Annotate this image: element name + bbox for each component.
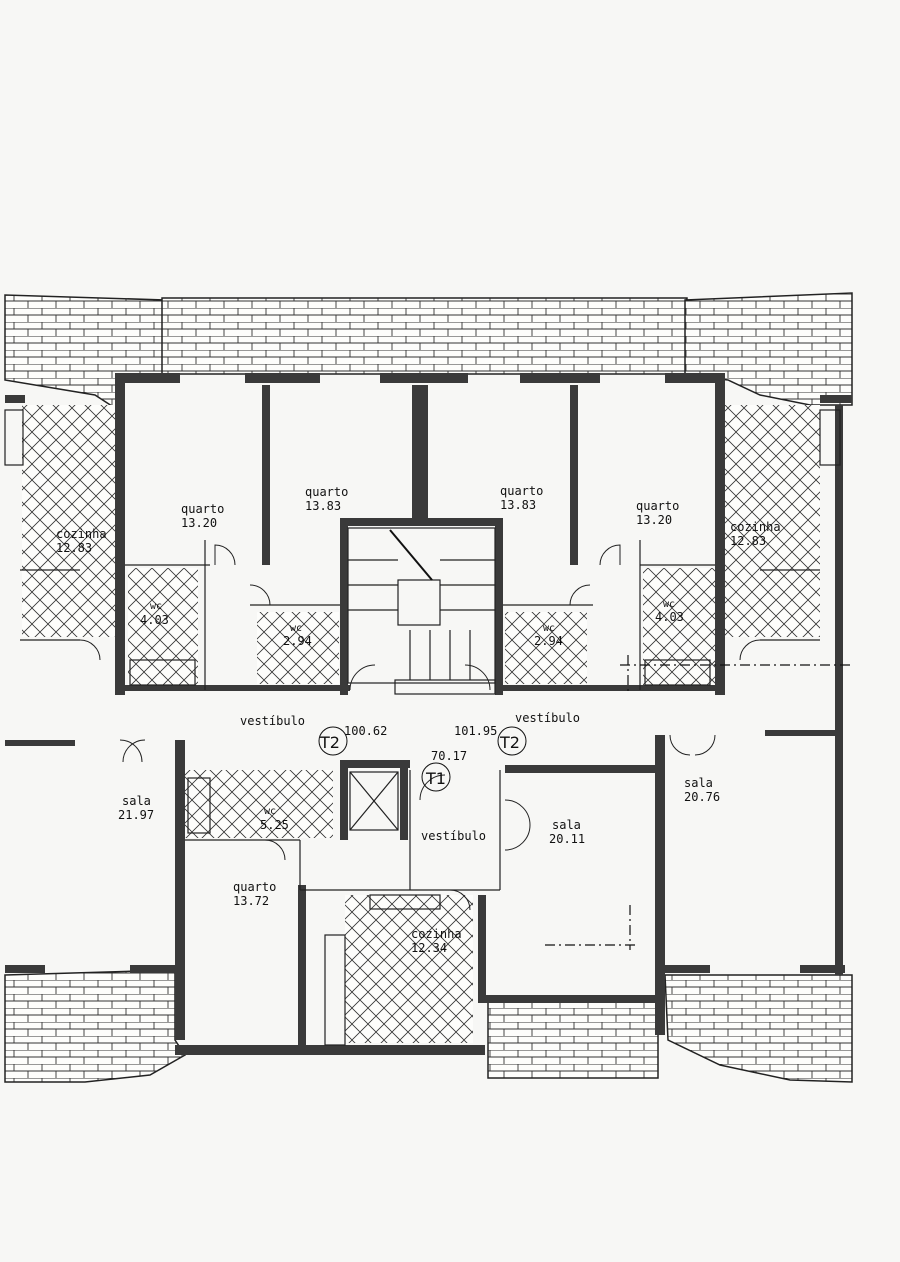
tile-wc-l2 bbox=[257, 612, 339, 684]
room-name: wc bbox=[150, 601, 162, 612]
room-area: 13.83 bbox=[500, 498, 536, 512]
room-name: quarto bbox=[181, 502, 224, 516]
terrace-top-right bbox=[684, 292, 853, 406]
room-name: sala bbox=[552, 818, 581, 832]
terrace-bottom-right bbox=[664, 974, 853, 1083]
tile-cozinha-right bbox=[722, 405, 820, 637]
room-name: sala bbox=[122, 794, 151, 808]
room-name: cozinha bbox=[56, 527, 107, 541]
elevator bbox=[349, 771, 399, 831]
unit-type: T2 bbox=[319, 733, 340, 752]
terrace-top-center bbox=[161, 297, 688, 375]
terrace-top-left bbox=[4, 294, 166, 412]
stairwell bbox=[347, 527, 496, 684]
walls bbox=[5, 373, 852, 1055]
unit-area: 70.17 bbox=[431, 749, 467, 763]
unit-area: 101.95 bbox=[454, 724, 497, 738]
terrace-bottom-center bbox=[487, 1001, 659, 1079]
room-area: 2.94 bbox=[283, 634, 312, 648]
unit-labels: T2 100.62 T2 101.95 T1 70.17 bbox=[318, 724, 527, 792]
room-area: 12.83 bbox=[56, 541, 92, 555]
room-area: 20.11 bbox=[549, 832, 585, 846]
room-area: 20.76 bbox=[684, 790, 720, 804]
room-area: 5.25 bbox=[260, 818, 289, 832]
room-area: 12.83 bbox=[730, 534, 766, 548]
room-name: vestíbulo bbox=[421, 829, 486, 843]
tile-wc-r1 bbox=[643, 568, 715, 686]
room-area: 13.72 bbox=[233, 894, 269, 908]
tile-cozinha-center bbox=[345, 895, 473, 1043]
room-area: 13.20 bbox=[181, 516, 217, 530]
unit-type: T2 bbox=[499, 733, 520, 752]
doors bbox=[79, 544, 761, 911]
unit-type: T1 bbox=[425, 769, 446, 788]
room-name: wc bbox=[543, 623, 555, 634]
room-name: wc bbox=[290, 623, 302, 634]
room-area: 12.34 bbox=[411, 941, 447, 955]
room-name: quarto bbox=[636, 499, 679, 513]
room-name: wc bbox=[663, 599, 675, 610]
room-name: vestíbulo bbox=[240, 714, 305, 728]
room-name: quarto bbox=[500, 484, 543, 498]
room-name: quarto bbox=[233, 880, 276, 894]
unit-area: 100.62 bbox=[344, 724, 387, 738]
terrace-bottom-left bbox=[4, 969, 187, 1083]
room-area: 2.94 bbox=[534, 634, 563, 648]
room-area: 4.03 bbox=[655, 610, 684, 624]
room-area: 13.20 bbox=[636, 513, 672, 527]
room-name: quarto bbox=[305, 485, 348, 499]
room-area: 21.97 bbox=[118, 808, 154, 822]
tile-cozinha-left bbox=[22, 405, 117, 637]
room-labels: quarto 13.20 quarto 13.83 quarto 13.83 q… bbox=[56, 484, 781, 955]
room-name: cozinha bbox=[730, 520, 781, 534]
tile-wc-r2 bbox=[505, 612, 587, 684]
partitions bbox=[4, 409, 841, 1046]
tile-wc-center bbox=[185, 770, 333, 838]
room-name: sala bbox=[684, 776, 713, 790]
tile-wc-l1 bbox=[128, 568, 198, 686]
room-name: cozinha bbox=[411, 927, 462, 941]
room-area: 13.83 bbox=[305, 499, 341, 513]
room-name: vestíbulo bbox=[515, 711, 580, 725]
room-area: 4.03 bbox=[140, 613, 169, 627]
room-name: wc bbox=[264, 806, 276, 817]
